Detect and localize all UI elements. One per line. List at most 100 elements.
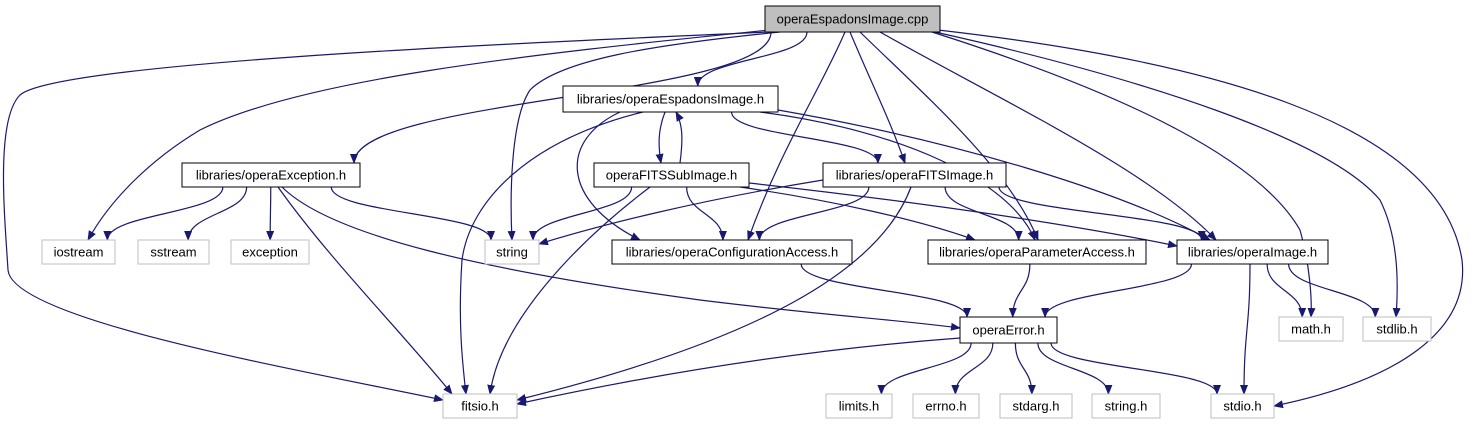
node-sstream: sstream xyxy=(137,239,210,265)
node-box-errno xyxy=(912,393,980,419)
edge-espadons-to-fitsimage xyxy=(730,111,882,164)
edge-exception-to-iostream xyxy=(103,186,224,241)
node-image[interactable]: libraries/operaImage.h xyxy=(1176,239,1329,265)
node-box-stdio xyxy=(1210,393,1275,419)
node-box-string xyxy=(484,239,540,265)
node-label-stdio: stdio.h xyxy=(1223,398,1261,413)
node-box-stdarg xyxy=(999,393,1073,419)
edge-espadons-to-fitssub xyxy=(655,111,666,164)
node-box-exception xyxy=(181,162,361,188)
edge-image-to-math xyxy=(1266,263,1307,318)
edge-fitssub-to-image xyxy=(748,182,1178,249)
node-label-exception: libraries/operaException.h xyxy=(196,167,346,182)
node-box-fitsio xyxy=(442,393,518,419)
node-error[interactable]: operaError.h xyxy=(959,316,1058,344)
node-errno: errno.h xyxy=(912,393,980,419)
edge-fitssub-to-espadons xyxy=(675,111,684,164)
node-espadons[interactable]: libraries/operaEspadonsImage.h xyxy=(562,85,779,113)
edge-exception-to-error xyxy=(281,186,961,331)
node-exception[interactable]: libraries/operaException.h xyxy=(181,162,361,188)
edge-error-to-errno xyxy=(951,342,994,395)
edges-layer xyxy=(2,29,1464,409)
edge-root-to-config xyxy=(747,31,846,241)
edge-exception-to-sstream xyxy=(184,186,248,241)
node-box-config xyxy=(611,239,853,265)
node-config[interactable]: libraries/operaConfigurationAccess.h xyxy=(611,239,853,265)
edge-root-to-image xyxy=(879,31,1217,241)
node-fitssub[interactable]: operaFITSSubImage.h xyxy=(593,162,750,188)
node-label-cstring: string.h xyxy=(1105,398,1148,413)
node-math: math.h xyxy=(1278,316,1344,342)
node-label-stdlib: stdlib.h xyxy=(1376,321,1417,336)
node-label-limits: limits.h xyxy=(839,398,879,413)
edge-root-to-param xyxy=(859,31,1039,241)
edge-error-to-stdarg xyxy=(1014,342,1036,395)
edge-image-to-stdio xyxy=(1240,263,1251,395)
edge-exception-to-fitsio xyxy=(277,186,453,395)
edge-root-to-stdlib xyxy=(934,31,1401,318)
edge-fitssub-to-param xyxy=(739,186,976,241)
node-label-fitsimage: libraries/operaFITSImage.h xyxy=(836,167,994,182)
edge-root-to-math xyxy=(931,31,1316,318)
node-box-param xyxy=(927,239,1147,265)
node-box-limits xyxy=(825,393,893,419)
node-label-stdexception: exception xyxy=(242,244,298,259)
node-label-errno: errno.h xyxy=(925,398,966,413)
node-label-error: operaError.h xyxy=(972,322,1044,337)
node-label-fitsio: fitsio.h xyxy=(461,398,499,413)
node-box-fitssub xyxy=(593,162,750,188)
node-label-iostream: iostream xyxy=(54,244,104,259)
edge-fitsimage-to-config xyxy=(755,186,870,241)
edge-root-to-stdio xyxy=(937,29,1464,409)
node-box-cstring xyxy=(1091,393,1161,419)
edge-error-to-limits xyxy=(877,342,972,395)
edge-root-to-espadons xyxy=(693,31,808,87)
edge-root-to-string xyxy=(507,31,781,241)
node-label-config: libraries/operaConfigurationAccess.h xyxy=(626,244,838,259)
node-root[interactable]: operaEspadonsImage.cpp xyxy=(764,5,941,33)
node-label-espadons: libraries/operaEspadonsImage.h xyxy=(577,91,764,106)
nodes-layer: operaEspadonsImage.cpp libraries/operaEsp… xyxy=(41,5,1432,419)
edge-espadons-to-param xyxy=(759,111,1036,241)
node-box-image xyxy=(1176,239,1329,265)
edge-error-to-stdio xyxy=(1050,342,1221,395)
edge-fitsimage-to-string xyxy=(538,179,824,246)
edge-exception-to-stdexception xyxy=(266,186,275,241)
node-iostream: iostream xyxy=(41,239,116,265)
node-limits: limits.h xyxy=(825,393,893,419)
node-stdarg: stdarg.h xyxy=(999,393,1073,419)
node-label-string: string xyxy=(496,244,528,259)
edge-fitssub-to-string xyxy=(529,186,633,241)
node-cstring: string.h xyxy=(1091,393,1161,419)
edge-espadons-to-fitsio xyxy=(459,111,644,395)
node-label-image: libraries/operaImage.h xyxy=(1188,244,1317,259)
node-param[interactable]: libraries/operaParameterAccess.h xyxy=(927,239,1147,265)
edge-fitsimage-to-param xyxy=(944,186,1023,241)
edge-image-to-stdlib xyxy=(1288,263,1380,318)
edge-error-to-fitsio xyxy=(516,337,961,406)
edge-root-to-iostream xyxy=(87,29,771,241)
edge-fitsimage-to-fitsio xyxy=(516,186,912,402)
node-label-sstream: sstream xyxy=(150,244,196,259)
node-box-sstream xyxy=(137,239,210,265)
node-box-error xyxy=(959,316,1058,344)
edge-fitsimage-to-image xyxy=(998,186,1206,241)
node-box-math xyxy=(1278,316,1344,342)
edge-fitssub-to-fitsio xyxy=(487,186,651,395)
node-box-stdexception xyxy=(230,239,310,265)
edge-fitssub-to-config xyxy=(686,186,727,241)
edge-espadons-to-image xyxy=(777,109,1211,241)
node-label-root: operaEspadonsImage.cpp xyxy=(777,11,929,26)
edge-espadons-to-config xyxy=(576,111,641,241)
edge-root-to-fitsio xyxy=(2,31,770,403)
node-box-espadons xyxy=(562,85,779,113)
node-fitsio: fitsio.h xyxy=(442,393,518,419)
node-fitsimage[interactable]: libraries/operaFITSImage.h xyxy=(822,162,1007,188)
node-box-fitsimage xyxy=(822,162,1007,188)
node-label-param: libraries/operaParameterAccess.h xyxy=(939,244,1135,259)
edge-error-to-cstring xyxy=(1037,342,1113,395)
node-label-math: math.h xyxy=(1291,321,1331,336)
node-box-iostream xyxy=(41,239,116,265)
edge-root-to-fitsimage xyxy=(849,31,906,164)
node-box-root xyxy=(764,5,941,33)
